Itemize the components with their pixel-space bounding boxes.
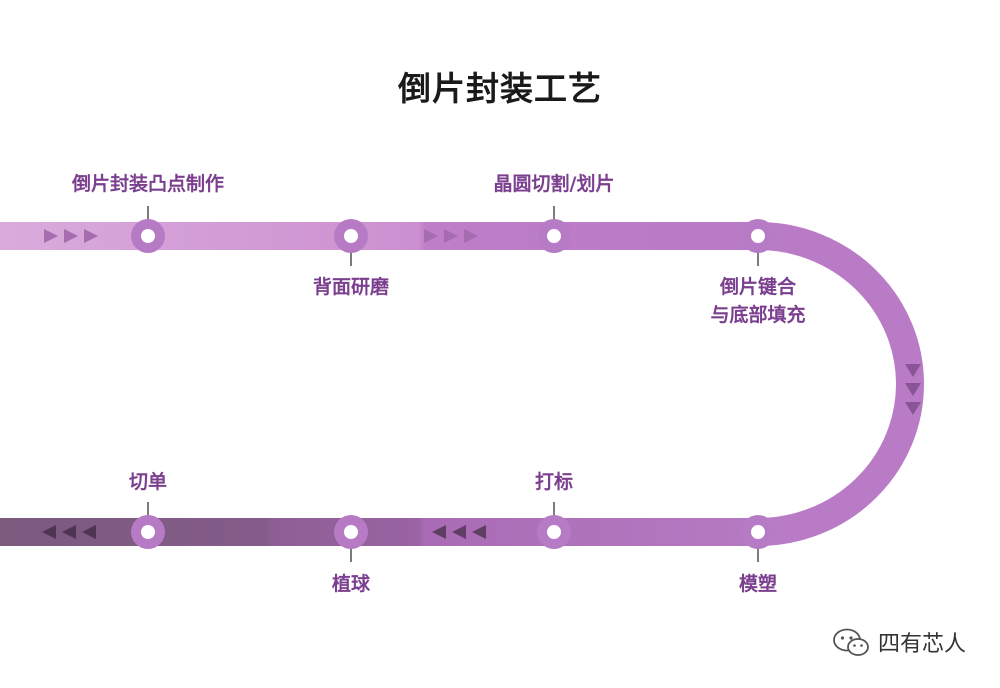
track-top — [0, 222, 760, 250]
step-label-bonding-underfill: 倒片键合 与底部填充 — [710, 276, 806, 326]
step-node-center — [751, 525, 765, 539]
arrow-group-top-mid — [424, 229, 478, 243]
watermark-text: 四有芯人 — [877, 632, 966, 657]
step-label-marking: 打标 — [534, 471, 573, 493]
step-node-center — [344, 229, 358, 243]
wechat-icon — [833, 628, 869, 656]
step-label-singulation: 切单 — [128, 471, 167, 493]
step-label-molding: 模塑 — [738, 573, 777, 595]
step-node-center — [344, 525, 358, 539]
arrow-group-curve — [905, 364, 921, 415]
arrow-group-bottom-mid — [432, 525, 486, 539]
step-node-center — [141, 229, 155, 243]
step-label-ball-mount: 植球 — [331, 573, 370, 595]
step-label-bump: 倒片封装凸点制作 — [71, 173, 224, 195]
track-bottom — [0, 518, 760, 546]
step-node-center — [547, 525, 561, 539]
page-title: 倒片封装工艺 — [398, 69, 602, 108]
step-label-backgrind: 背面研磨 — [312, 276, 389, 298]
step-node-center — [547, 229, 561, 243]
step-node-center — [751, 229, 765, 243]
step-node-center — [141, 525, 155, 539]
arrow-group-top-left — [44, 229, 98, 243]
arrow-group-bottom-left — [42, 525, 96, 539]
step-label-dicing: 晶圆切割/划片 — [493, 173, 615, 195]
watermark: 四有芯人 — [832, 626, 966, 658]
